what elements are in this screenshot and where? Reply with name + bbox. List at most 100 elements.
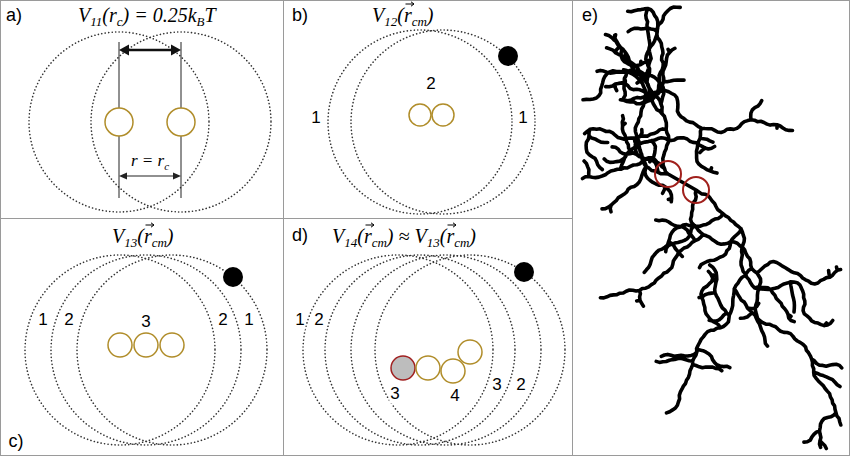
formula-part: T [205,4,216,26]
panel-c-drawing [25,255,267,445]
dotted-circle [303,255,493,445]
formula-part: (r [102,4,116,26]
panel-label: c) [9,432,24,452]
formula: V14(rcm) ≈ V13(rcm) [332,223,476,252]
callout-number: 4 [449,387,460,406]
vector-arrow [405,1,415,7]
bead [416,356,440,380]
vector-arrow [447,222,457,228]
bead [441,359,465,383]
dotted-circle [351,255,541,445]
callout-number: 1 [517,109,528,128]
formula-subscript: 12 [384,14,397,29]
vector-arrow-path [145,223,154,227]
highlight-rings [655,161,709,203]
formula-part: V [372,4,384,26]
formula: V13(rcm) [112,223,174,252]
formula-subscript: B [197,14,205,29]
callout-number: 1 [294,311,305,330]
panel-label: e) [582,6,598,26]
bead [108,333,132,357]
vector-arrow [365,222,375,228]
formula-part: V [112,225,124,247]
dotted-circle [328,30,512,214]
callout-number: 3 [140,313,151,332]
formula: V12(rcm) [372,2,434,31]
formula-part: ( [137,225,144,247]
vector-arrow-path [405,2,414,6]
formula: V11(rc) = 0.25kBT [78,2,216,31]
formula-part: ) ≈ V [387,225,427,247]
bead [167,108,195,136]
vector-arrow [145,222,155,228]
dotted-circle [351,30,535,214]
red-ring [683,177,709,203]
formula-part: r [446,223,454,249]
callout-number: 2 [217,311,228,330]
formula-part: ( [440,225,447,247]
formula-part: r [404,2,412,28]
formula-subscript: 13 [124,235,137,250]
bead [105,108,133,136]
black-particle [498,46,518,66]
dotted-circle [77,255,267,445]
formula-subscript: c [164,160,169,172]
dotted-circle [25,255,215,445]
black-particle [223,267,243,287]
callout-number: 3 [491,376,502,395]
formula-part: r [144,223,152,249]
arrow-head [119,45,129,56]
panel-label: b) [292,6,308,26]
arrow-head [173,173,181,180]
formula-subscript: c [117,14,123,29]
bead [458,340,482,364]
dotted-circle [325,255,515,445]
formula: r = rc [131,148,169,175]
bead [409,104,431,126]
vector-arrow-path [365,223,374,227]
panel-divider [572,0,573,456]
formula-part: ( [397,4,404,26]
formula-part: ) = 0.25k [123,4,197,26]
callout-number: 2 [515,376,526,395]
formula-subscript: 13 [427,235,440,250]
polymer-chain [583,7,842,448]
formula-subscript: cm [412,14,427,29]
panel-a-drawing [29,32,271,212]
grey-bead [391,356,415,380]
double-arrow [125,175,175,176]
formula-part: ) [427,4,434,26]
vector-arrow-path [448,223,457,227]
formula-part: ( [357,225,364,247]
arrow-head [171,45,181,56]
double-arrow [126,49,174,52]
callout-number: 2 [313,311,324,330]
dotted-circle [29,32,209,212]
callout-number: 1 [310,109,321,128]
panel-label: d) [292,226,308,246]
callout-number: 2 [425,75,436,94]
formula-part: r [364,223,372,249]
callout-number: 3 [389,385,400,404]
formula-subscript: cm [454,235,469,250]
bead [432,104,454,126]
callout-number: 1 [37,311,48,330]
formula-part: V [332,225,344,247]
formula-subscript: cm [152,235,167,250]
dotted-circle [51,255,241,445]
callout-number: 1 [243,311,254,330]
dotted-circle [91,32,271,212]
panel-divider [283,0,284,456]
arrow-head [119,173,127,180]
formula-part: ) [469,225,476,247]
branched-polymer [583,7,842,448]
formula-subscript: 11 [90,14,102,29]
black-particle [514,262,534,282]
panel-label: a) [6,6,22,26]
formula-subscript: 14 [344,235,357,250]
formula-part: V [78,4,90,26]
panel-b-drawing [328,30,535,214]
